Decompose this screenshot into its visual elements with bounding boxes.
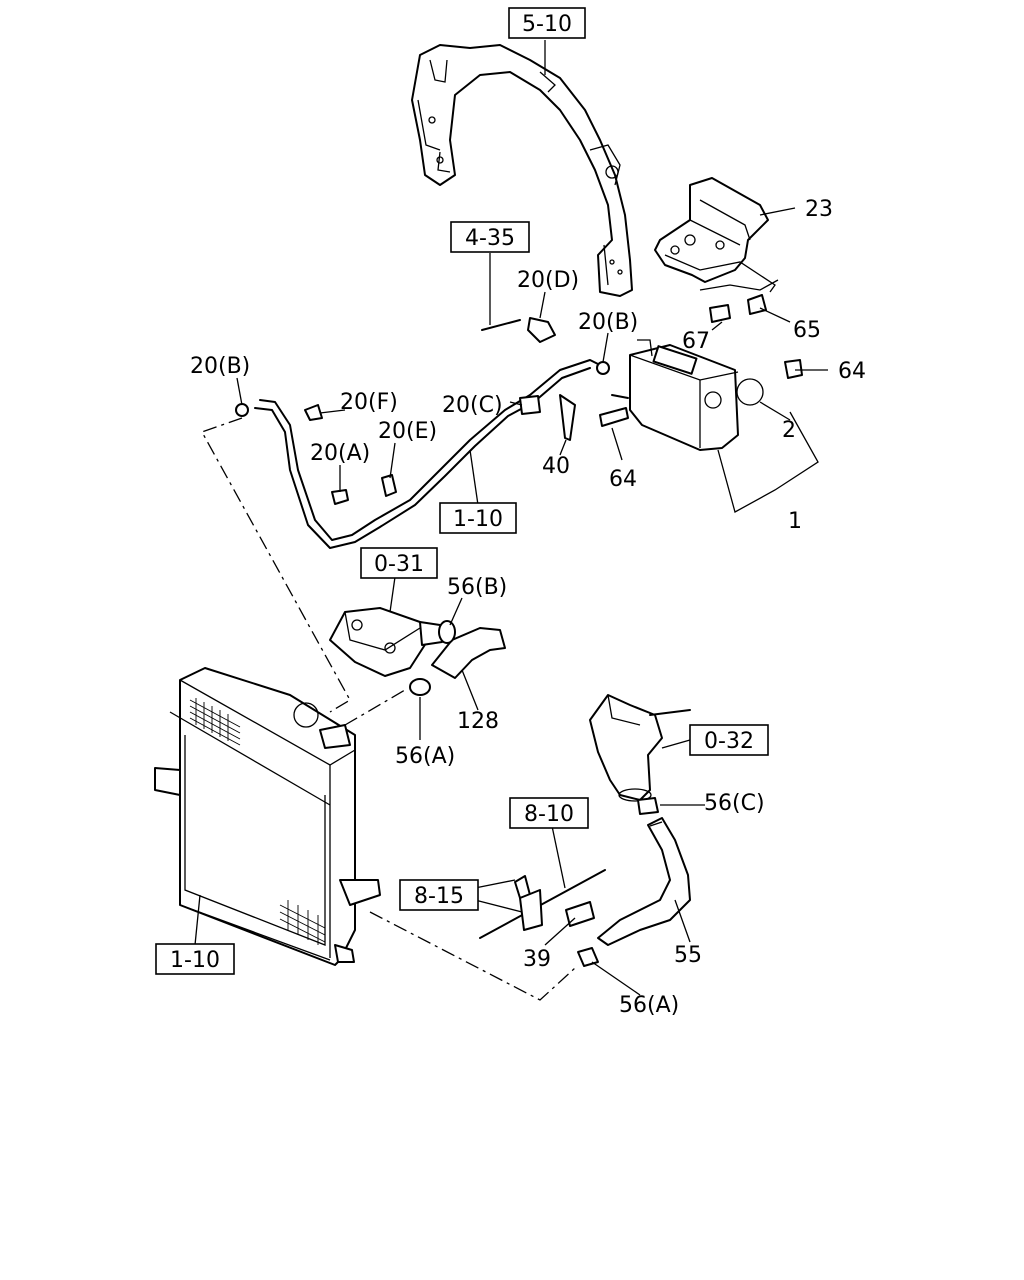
callout-64-right: 64 [838,359,866,384]
callout-56a-top: 56(A) [395,744,455,769]
callout-56a-bottom: 56(A) [619,993,679,1018]
hose-bracket [479,869,606,939]
ref-box-0-31[interactable]: 0-31 [360,547,438,579]
ref-box-4-35[interactable]: 4-35 [450,221,530,253]
thermostat-housing [329,607,443,677]
callout-20a: 20(A) [310,441,370,466]
svg-text:5-10: 5-10 [522,12,572,37]
ref-box-5-10[interactable]: 5-10 [508,7,586,39]
svg-text:8-10: 8-10 [524,802,574,827]
callout-20c: 20(C) [442,393,503,418]
hose-fasteners [235,294,803,505]
lower-radiator-hose [577,817,691,967]
callout-56b: 56(B) [447,575,507,600]
callout-20e: 20(E) [378,419,437,444]
leader-lines [194,40,828,996]
ref-box-1-10-hose[interactable]: 1-10 [439,502,517,534]
water-outlet [589,694,691,815]
callout-20b-left: 20(B) [190,354,250,379]
coolant-reserve-tank [611,339,764,451]
svg-text:8-15: 8-15 [414,884,464,909]
ref-box-1-10-radiator[interactable]: 1-10 [155,943,235,975]
callout-39: 39 [523,947,551,972]
callout-56c: 56(C) [704,791,765,816]
callout-64-left: 64 [609,467,637,492]
ref-box-8-15[interactable]: 8-15 [399,879,479,911]
ref-box-8-10[interactable]: 8-10 [509,797,589,829]
upper-radiator-hose [409,620,506,696]
cab-support-bracket [411,44,633,297]
svg-text:1-10: 1-10 [453,507,503,532]
callout-20d: 20(D) [517,268,579,293]
callout-20f: 20(F) [340,390,398,415]
callout-65: 65 [793,318,821,343]
callout-1: 1 [788,509,802,534]
svg-text:4-35: 4-35 [465,226,515,251]
connection-lines [201,417,576,1001]
svg-text:1-10: 1-10 [170,948,220,973]
callout-67: 67 [682,329,710,354]
reserve-tank-bracket [654,177,779,293]
support-rod [481,319,521,331]
callout-128: 128 [457,709,499,734]
callout-20b-top: 20(B) [578,310,638,335]
callout-2: 2 [782,418,796,443]
svg-text:0-32: 0-32 [704,729,754,754]
svg-text:0-31: 0-31 [374,552,424,577]
callout-40: 40 [542,454,570,479]
callout-55: 55 [674,943,702,968]
callout-23: 23 [805,197,833,222]
radiator [154,667,381,966]
clip-20d [527,317,556,343]
ref-box-0-32[interactable]: 0-32 [689,724,769,756]
